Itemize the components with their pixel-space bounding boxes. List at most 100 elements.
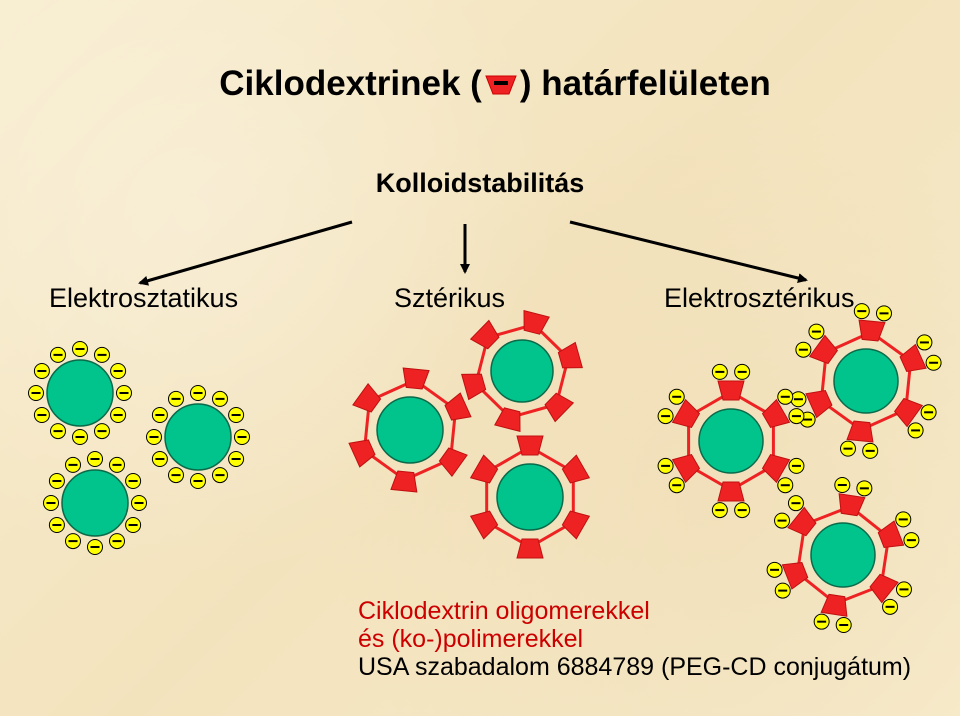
cyclodextrin-unit xyxy=(858,319,886,342)
negative-charge xyxy=(668,477,685,494)
cyclodextrin-unit xyxy=(781,561,809,590)
arrow-to-electrostatic xyxy=(138,220,353,286)
cyclodextrin-unit xyxy=(805,390,833,419)
electrosteric-particle xyxy=(766,477,920,633)
negative-charge xyxy=(234,429,250,445)
negative-charge xyxy=(903,532,920,549)
negative-charge xyxy=(110,363,127,379)
negative-charge xyxy=(840,440,857,457)
negative-charge xyxy=(834,477,851,494)
cyclodextrin-unit xyxy=(390,470,418,493)
negative-charge xyxy=(190,473,206,489)
negative-charge xyxy=(131,495,147,511)
negative-charge xyxy=(920,404,937,421)
negative-charge xyxy=(146,429,162,445)
negative-charge xyxy=(853,303,870,320)
negative-charge xyxy=(916,334,933,351)
steric-particle xyxy=(348,367,472,493)
negative-charge xyxy=(212,467,228,484)
negative-charge xyxy=(110,407,127,423)
negative-charge xyxy=(862,442,879,459)
cyclodextrin-icon xyxy=(485,75,517,95)
negative-charge xyxy=(190,385,206,401)
label-electrosteric: Elektrosztérikus xyxy=(664,283,855,313)
page-title: Ciklodextrinek ( ) határfelületen xyxy=(0,64,960,104)
negative-charge xyxy=(787,495,804,512)
negative-charge xyxy=(734,363,751,380)
steric-particle xyxy=(461,309,583,433)
negative-charge xyxy=(50,423,66,440)
negative-charge xyxy=(657,408,674,425)
electrosteric-particle xyxy=(657,363,805,519)
cyclodextrin-unit xyxy=(544,392,575,423)
negative-charge xyxy=(795,341,812,358)
cyclodextrin-unit xyxy=(717,380,745,401)
cyclodextrin-unit xyxy=(523,309,550,335)
negative-charge xyxy=(43,495,59,511)
negative-charge xyxy=(87,451,103,467)
cyclodextrin-unit xyxy=(494,407,521,433)
negative-charge xyxy=(895,581,912,598)
negative-charge xyxy=(657,457,674,474)
negative-charge xyxy=(711,363,728,380)
negative-charge xyxy=(766,561,783,578)
title-text-before: Ciklodextrinek ( xyxy=(219,64,482,103)
negative-charge xyxy=(835,616,852,633)
negative-charge xyxy=(65,456,81,473)
negative-charge xyxy=(668,388,685,405)
cyclodextrin-unit xyxy=(516,538,544,559)
electrostatic-particle xyxy=(28,341,132,445)
note-line-oligomers: Ciklodextrin oligomerekkel xyxy=(358,597,650,625)
negative-charge xyxy=(109,456,125,473)
negative-charge xyxy=(48,517,65,533)
negative-charge xyxy=(94,423,110,440)
steric-particle xyxy=(469,435,591,559)
cyclodextrin-unit xyxy=(671,453,701,484)
negative-charge xyxy=(151,451,168,467)
negative-charge xyxy=(777,477,794,494)
negative-charge xyxy=(72,341,88,357)
negative-charge xyxy=(50,346,66,363)
negative-charge xyxy=(168,467,184,484)
cyclodextrin-unit xyxy=(557,341,583,369)
cyclodextrin-unit xyxy=(820,593,848,617)
cyclodextrin-unit xyxy=(438,447,468,477)
negative-charge xyxy=(48,473,65,489)
negative-charge xyxy=(168,390,184,407)
cyclodextrin-unit xyxy=(899,343,927,372)
cyclodextrin-unit xyxy=(461,373,487,401)
cyclodextrin-unit xyxy=(808,334,839,365)
negative-charge xyxy=(72,429,88,445)
negative-charge xyxy=(87,539,103,555)
label-steric: Sztérikus xyxy=(394,283,506,313)
title-text-after: ) határfelületen xyxy=(519,64,771,103)
negative-charge xyxy=(125,517,142,533)
cyclodextrin-unit xyxy=(846,420,874,443)
arrow-to-electrosteric xyxy=(569,220,808,283)
cyclodextrin-unit xyxy=(717,481,745,502)
negative-charge xyxy=(925,354,942,371)
negative-charge xyxy=(808,323,825,340)
negative-charge xyxy=(813,613,830,630)
negative-charge xyxy=(125,473,142,489)
negative-charge xyxy=(94,346,110,363)
cyclodextrin-unit xyxy=(561,454,591,484)
negative-charge xyxy=(788,408,805,425)
negative-charge xyxy=(151,407,168,423)
negative-charge xyxy=(28,385,44,401)
electrostatic-particle xyxy=(43,451,147,555)
note-line-patent: USA szabadalom 6884789 (PEG-CD conjugátu… xyxy=(358,653,912,681)
cyclodextrin-unit xyxy=(561,510,591,540)
negative-charge xyxy=(875,305,892,322)
cyclodextrin-unit xyxy=(469,454,499,484)
negative-charge xyxy=(65,533,81,550)
negative-charge xyxy=(790,391,807,408)
negative-charge xyxy=(33,363,50,379)
electrostatic-particle xyxy=(146,385,250,489)
label-electrostatic: Elektrosztatikus xyxy=(49,283,239,313)
cyclodextrin-unit xyxy=(348,439,376,468)
cyclodextrin-unit xyxy=(869,573,899,604)
negative-charge xyxy=(109,533,125,550)
negative-charge xyxy=(788,457,805,474)
